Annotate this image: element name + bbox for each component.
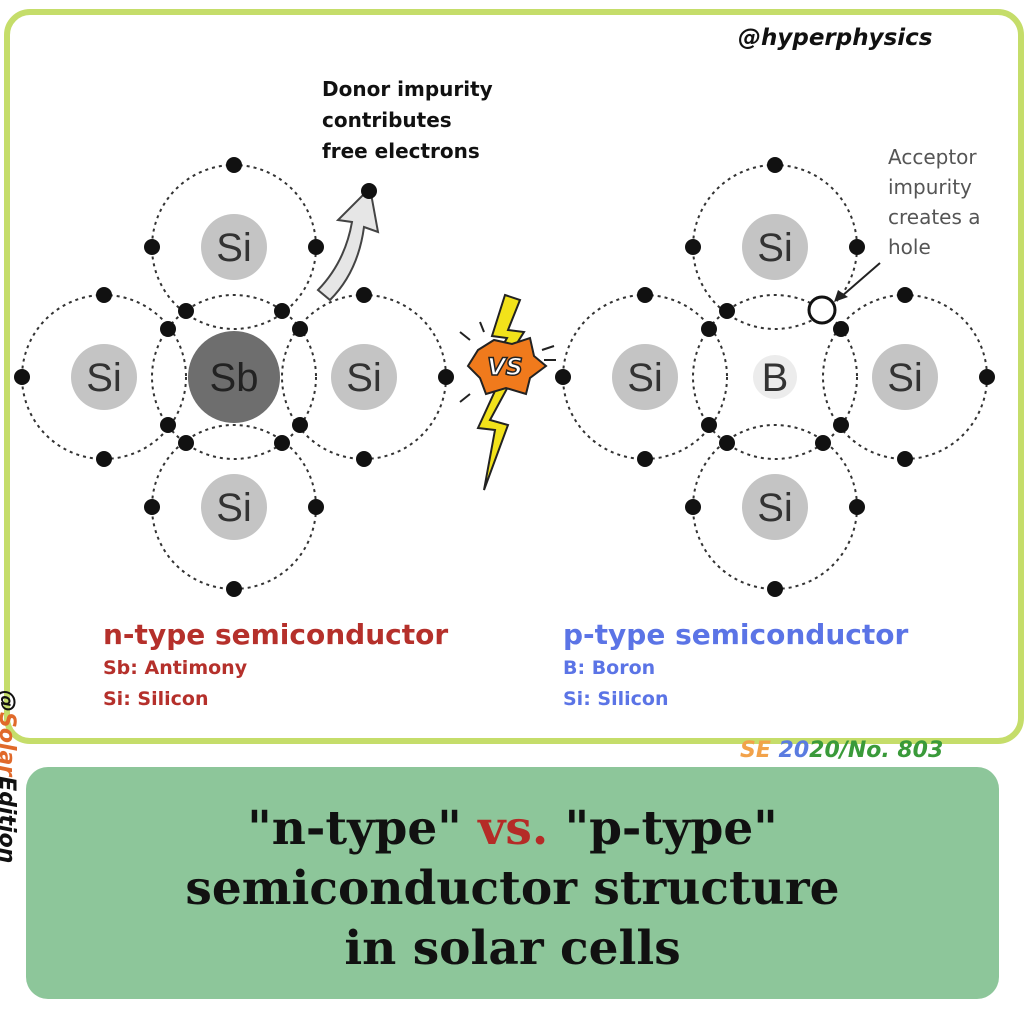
electron: [897, 451, 913, 467]
atom-right: [331, 344, 397, 410]
electron: [144, 239, 160, 255]
atom-top: [201, 214, 267, 280]
svg-text:VS: VS: [487, 353, 523, 381]
electron: [719, 435, 735, 451]
atom-label-left: Si: [86, 356, 122, 400]
donor-note-line: contributes: [322, 108, 452, 132]
electron: [308, 239, 324, 255]
electron: [160, 321, 176, 337]
electron: [685, 239, 701, 255]
electron: [979, 369, 995, 385]
atom-label-center: Sb: [210, 356, 259, 400]
acceptor-note-line: hole: [888, 235, 931, 259]
atom-label-top: Si: [757, 226, 793, 270]
electron: [849, 239, 865, 255]
orbit-ring-center: [151, 294, 317, 460]
electron: [144, 499, 160, 515]
vs-spark-lines: [459, 321, 556, 403]
electron: [701, 417, 717, 433]
atom-left: [612, 344, 678, 410]
atom-center: [753, 355, 797, 399]
electron: [226, 157, 242, 173]
free-electron: [361, 183, 377, 199]
electron: [160, 417, 176, 433]
hole-pointer: [841, 262, 881, 297]
electron: [833, 321, 849, 337]
vs-badge: VS: [466, 336, 548, 396]
donor-note: Donor impurity contributes free electron…: [322, 74, 493, 167]
p-type-heading: p-type semiconductor: [563, 618, 909, 651]
title-box: "n-type" vs. "p-type" semiconductor stru…: [26, 767, 999, 999]
atom-label-right: Si: [346, 356, 382, 400]
electron: [14, 369, 30, 385]
atom-left: [71, 344, 137, 410]
electron: [833, 417, 849, 433]
p-type-legend-item: B: Boron: [563, 657, 656, 679]
donor-arrow-icon: [316, 185, 380, 302]
electron: [767, 581, 783, 597]
atom-label-bottom: Si: [757, 486, 793, 530]
electron: [815, 435, 831, 451]
atom-label-right: Si: [887, 356, 923, 400]
electron: [719, 303, 735, 319]
p-type-caption: p-type semiconductor B: Boron Si: Silico…: [563, 617, 908, 715]
hyperphysics-credit: @hyperphysics: [738, 25, 933, 51]
electron: [178, 303, 194, 319]
atom-bottom: [742, 474, 808, 540]
hole-icon: [807, 295, 837, 325]
n-type-caption: n-type semiconductor Sb: Antimony Si: Si…: [103, 617, 448, 715]
electron: [685, 499, 701, 515]
electron: [637, 451, 653, 467]
solar-edition-credit: @SolarEdition: [0, 690, 19, 864]
electron: [292, 321, 308, 337]
electron: [96, 287, 112, 303]
issue-number: SE 2020/No. 803: [740, 738, 944, 763]
atom-right: [872, 344, 938, 410]
atom-bottom: [201, 474, 267, 540]
electron: [767, 157, 783, 173]
electron: [897, 287, 913, 303]
acceptor-note: Acceptor impurity creates a hole: [888, 142, 981, 262]
electron: [96, 451, 112, 467]
electron: [308, 499, 324, 515]
electron: [292, 417, 308, 433]
electron: [356, 451, 372, 467]
electron: [356, 287, 372, 303]
atom-label-center: B: [762, 356, 789, 400]
donor-note-line: Donor impurity: [322, 77, 493, 101]
electron: [438, 369, 454, 385]
electron: [226, 581, 242, 597]
atom-top: [742, 214, 808, 280]
electron: [274, 303, 290, 319]
acceptor-note-line: creates a: [888, 205, 981, 229]
donor-note-line: free electrons: [322, 139, 480, 163]
acceptor-note-line: impurity: [888, 175, 972, 199]
p-type-legend-item: Si: Silicon: [563, 688, 669, 710]
orbit-ring-center: [692, 294, 858, 460]
atom-label-bottom: Si: [216, 486, 252, 530]
title-line: in solar cells: [344, 921, 681, 976]
atom-center: [188, 331, 280, 423]
n-type-heading: n-type semiconductor: [103, 618, 449, 651]
atom-label-top: Si: [216, 226, 252, 270]
electron: [274, 435, 290, 451]
n-type-legend-item: Sb: Antimony: [103, 657, 248, 679]
electron: [849, 499, 865, 515]
title-line: semiconductor structure: [185, 861, 840, 916]
n-type-legend-item: Si: Silicon: [103, 688, 209, 710]
title-line: "n-type" vs. "p-type": [247, 801, 778, 856]
electron: [637, 287, 653, 303]
acceptor-note-line: Acceptor: [888, 145, 977, 169]
atom-label-left: Si: [627, 356, 663, 400]
hole-pointer-head: [834, 290, 848, 302]
electron: [701, 321, 717, 337]
electron: [178, 435, 194, 451]
electron: [555, 369, 571, 385]
